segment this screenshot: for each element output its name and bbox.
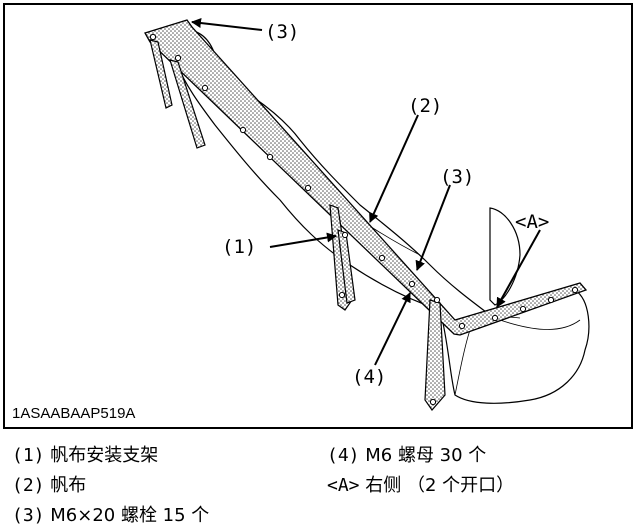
callout-2: (2): [408, 95, 442, 117]
assembly-diagram: (3) (2) (3) <A> (1) (4) 1ASAABAAP519A: [12, 18, 590, 422]
leader-4: [374, 292, 411, 366]
leader-1: [269, 232, 337, 248]
legend-item-a: <A> 右侧 （2 个开口）: [327, 475, 515, 496]
legend-item-4: (4) M6 螺母 30 个: [327, 445, 487, 466]
leader-2: [369, 114, 419, 223]
leader-3-top: [191, 18, 263, 31]
leader-3-mid: [415, 184, 451, 271]
callout-3-top: (3): [265, 21, 299, 43]
callout-a: <A>: [515, 211, 549, 233]
figure-code: 1ASAABAAP519A: [12, 405, 135, 422]
parts-legend: (1) 帆布安装支架 (2) 帆布 (3) M6×20 螺栓 15 个 (4) …: [12, 445, 632, 529]
leader-a: [496, 229, 541, 308]
callout-1: (1): [222, 236, 256, 258]
leader-arrows: [191, 18, 541, 366]
legend-item-1: (1) 帆布安装支架: [12, 445, 159, 466]
legend-item-3: (3) M6×20 螺栓 15 个: [12, 505, 210, 526]
bolts-and-nuts: [149, 33, 579, 406]
canvas-mount-rail: [144, 19, 588, 336]
legend-item-2: (2) 帆布: [12, 475, 87, 496]
callout-3-mid: (3): [440, 166, 474, 188]
canvas-mount-brackets: [149, 39, 446, 411]
callout-4: (4): [352, 366, 386, 388]
